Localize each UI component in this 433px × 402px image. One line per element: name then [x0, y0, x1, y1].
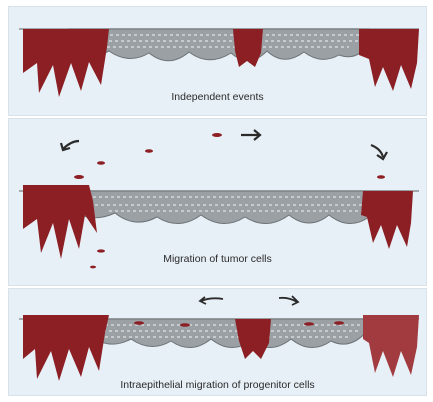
tumor-mass-right: [359, 29, 419, 91]
migrating-cell: [74, 175, 84, 179]
migrating-cell: [145, 149, 153, 153]
panel-migration-of-tumor-cells: Migration of tumor cells: [8, 118, 427, 286]
epithelium-layer: [69, 29, 369, 61]
caption-migration-of-tumor-cells: Migration of tumor cells: [9, 253, 426, 265]
caption-independent-events: Independent events: [9, 91, 426, 103]
tumor-mass-left: [23, 185, 97, 259]
tumor-mass-center: [233, 29, 263, 67]
panel-intraepithelial-migration: Intraepithelial migration of progenitor …: [8, 288, 427, 396]
migrating-cell: [97, 161, 105, 165]
arrow-icon: [61, 141, 79, 150]
epithelium-layer: [69, 319, 369, 348]
migrating-progenitor-cell: [304, 322, 314, 326]
migrating-cell: [212, 133, 222, 137]
arrow-icon: [200, 297, 223, 304]
tumor-mass-right: [361, 191, 413, 249]
migrating-progenitor-cell: [334, 321, 344, 325]
arrow-icon: [371, 145, 387, 159]
tumor-mass-left: [23, 29, 109, 97]
tumor-mass-center: [235, 319, 271, 359]
caption-intraepithelial-migration: Intraepithelial migration of progenitor …: [9, 379, 426, 391]
migrating-progenitor-cell: [180, 323, 190, 327]
arrow-icon: [279, 296, 298, 305]
migrating-progenitor-cell: [134, 321, 144, 325]
migrating-cell: [90, 266, 96, 269]
tumor-mass-right: [363, 315, 419, 377]
tumor-mass-left: [23, 315, 109, 381]
panel-independent-events: Independent events: [8, 6, 427, 116]
arrow-icon: [241, 130, 260, 140]
migrating-cell: [377, 175, 385, 179]
